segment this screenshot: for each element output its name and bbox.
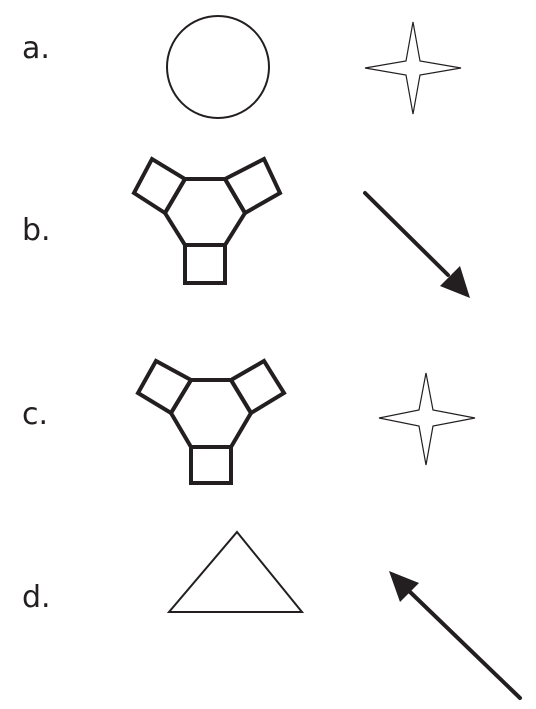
row-c: c. [22, 358, 476, 485]
circle-shape [166, 15, 270, 119]
arrow-up-left-shape [389, 571, 522, 700]
row-label-b: b. [22, 213, 51, 248]
four-point-star-shape [378, 372, 476, 466]
arrow-down-right-shape [363, 191, 470, 298]
four-point-star-shape [364, 21, 462, 115]
triangle-shape [166, 530, 305, 613]
row-label-a: a. [22, 31, 50, 66]
hexagon-with-squares-shape [131, 156, 283, 285]
row-label-c: c. [22, 397, 48, 432]
row-label-d: d. [22, 580, 51, 615]
row-d: d. [22, 530, 522, 700]
hexagon-with-squares-shape [135, 358, 287, 485]
row-a: a. [22, 15, 462, 119]
row-b: b. [22, 156, 470, 298]
